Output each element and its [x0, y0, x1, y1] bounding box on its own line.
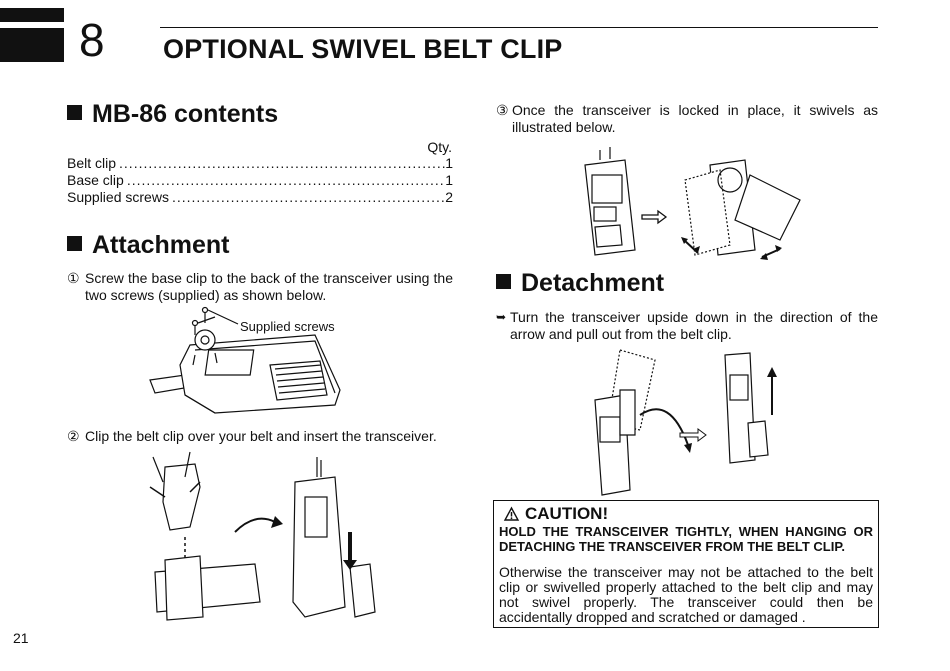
step-number: ③	[496, 102, 509, 118]
chapter-title: OPTIONAL SWIVEL BELT CLIP	[163, 34, 563, 64]
belt-clip-illustration	[149, 451, 376, 621]
swivel-illustration	[584, 147, 801, 260]
caution-title: CAUTION!	[503, 504, 608, 524]
base-clip-illustration	[149, 306, 341, 414]
page-number: 21	[13, 630, 29, 646]
square-bullet-icon	[496, 274, 511, 289]
chapter-tab-bar-top	[0, 8, 64, 22]
square-bullet-icon	[67, 105, 82, 120]
list-item: Base clip1	[67, 172, 453, 189]
step-text: Clip the belt clip over your belt and in…	[85, 428, 437, 444]
step-number: ①	[67, 270, 80, 286]
caution-body-text: Otherwise the transceiver may not be att…	[499, 564, 873, 625]
attachment-step-2: ② Clip the belt clip over your belt and …	[67, 428, 453, 445]
swivel-step-3: ③ Once the transceiver is locked in plac…	[496, 102, 878, 136]
warning-triangle-icon	[503, 506, 520, 521]
caution-bold-text: HOLD THE TRANSCEIVER TIGHTLY, WHEN HANGI…	[499, 524, 873, 554]
step-number: ②	[67, 428, 80, 444]
arrow-bullet-icon: ➥	[496, 310, 507, 324]
attachment-heading: Attachment	[67, 231, 230, 260]
detachment-instruction: ➥ Turn the transceiver upside down in th…	[496, 309, 878, 343]
caution-box: CAUTION! HOLD THE TRANSCEIVER TIGHTLY, W…	[493, 500, 879, 628]
chapter-tab-bar-bottom	[0, 28, 64, 62]
instruction-text: Turn the transceiver upside down in the …	[510, 309, 878, 342]
chapter-number: 8	[79, 14, 105, 66]
step-text: Once the transceiver is locked in place,…	[512, 102, 878, 135]
detachment-illustration	[594, 349, 777, 496]
square-bullet-icon	[67, 236, 82, 251]
attachment-step-1: ① Screw the base clip to the back of the…	[67, 270, 453, 304]
list-item: Belt clip1	[67, 155, 453, 172]
contents-heading: MB-86 contents	[67, 100, 278, 129]
header-rule	[160, 27, 878, 28]
detachment-heading: Detachment	[496, 269, 664, 298]
supplied-screws-callout: Supplied screws	[240, 319, 335, 334]
step-text: Screw the base clip to the back of the t…	[85, 270, 453, 303]
qty-label: Qty.	[427, 139, 452, 155]
